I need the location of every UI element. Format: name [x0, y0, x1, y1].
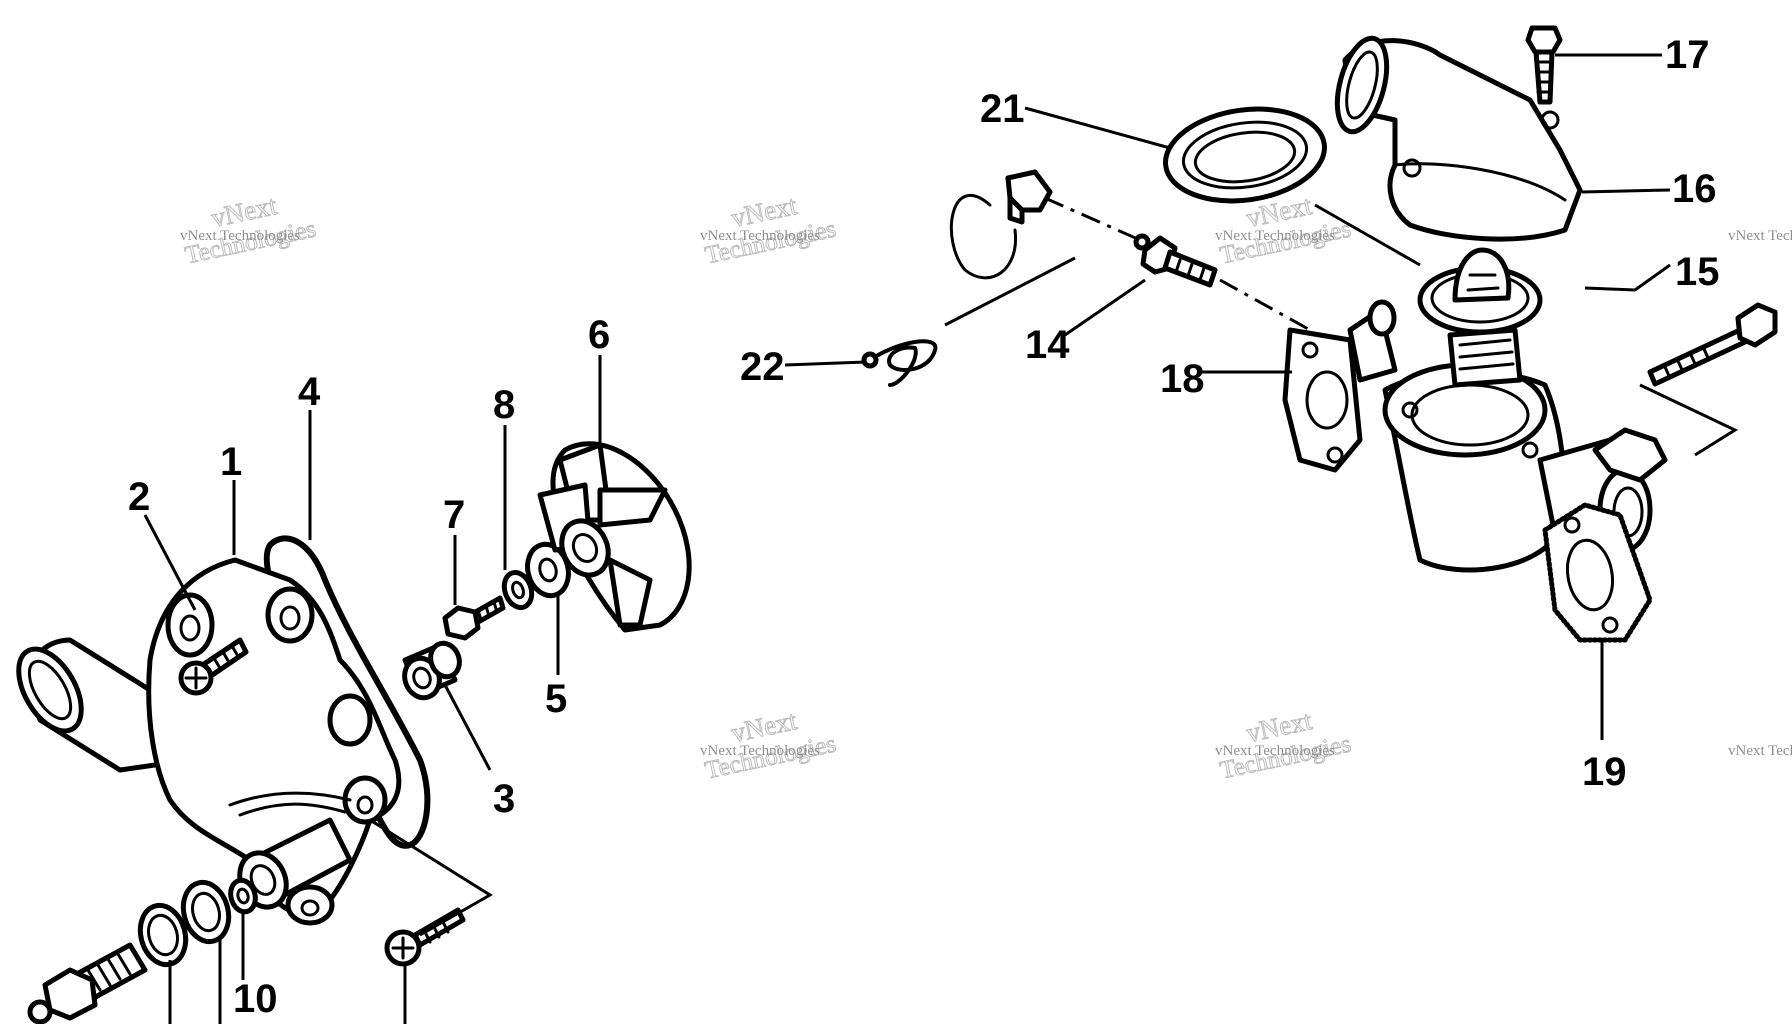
callout-21: 21 — [980, 87, 1025, 131]
callout-4: 4 — [298, 370, 321, 414]
callout-16: 16 — [1672, 167, 1717, 211]
callout-7: 7 — [443, 493, 465, 537]
screw-part-2 — [178, 637, 249, 696]
callout-15: 15 — [1675, 250, 1720, 294]
callout-1: 1 — [220, 440, 242, 484]
bolt-part-7 — [442, 595, 506, 641]
bolt-right — [1647, 302, 1778, 387]
wire-connector — [949, 169, 1141, 280]
bolt-part-17 — [1525, 25, 1563, 105]
watermark-text: vNext Technologies — [1215, 228, 1335, 244]
thermostat-cover-part-16 — [1334, 35, 1583, 242]
drain-plug-assembly — [27, 877, 258, 1024]
pump-housing-part-1 — [16, 557, 402, 926]
washer-part-8 — [501, 570, 535, 610]
callout-2: 2 — [128, 475, 150, 519]
gasket-part-19 — [1542, 502, 1653, 643]
watermark-text: vNext Technologies — [700, 743, 820, 759]
watermark-text: vNext Technologies — [1728, 743, 1792, 759]
watermark-text: vNext Technologies — [1728, 228, 1792, 244]
callout-14: 14 — [1025, 323, 1070, 367]
callout-numbers: 1 2 3 4 5 6 7 8 10 14 15 16 17 18 19 21 … — [128, 33, 1720, 1021]
callout-5: 5 — [545, 677, 567, 721]
seal-ring-part-21 — [1163, 106, 1327, 204]
callout-19: 19 — [1582, 750, 1627, 794]
callout-3: 3 — [493, 777, 515, 821]
impeller-part-6 — [537, 441, 692, 633]
callout-10: 10 — [233, 977, 278, 1021]
callout-8: 8 — [493, 383, 515, 427]
watermark-text: vNext Technologies — [700, 228, 820, 244]
clip-part-22 — [861, 339, 938, 387]
watermark-row-bottom: vNext Technologies vNext Technologies vN… — [182, 704, 1792, 784]
thermostat-part-15 — [1417, 247, 1543, 388]
leader-lines — [143, 53, 1739, 1024]
callout-17: 17 — [1665, 33, 1710, 77]
callout-6: 6 — [588, 313, 610, 357]
sensor-part-14 — [1133, 233, 1218, 288]
bushing-part-3 — [402, 640, 462, 701]
callout-18: 18 — [1160, 357, 1205, 401]
watermark-text: vNext Technologies — [180, 228, 300, 244]
callout-22: 22 — [740, 345, 785, 389]
watermark-text: vNext Technologies — [1215, 743, 1335, 759]
